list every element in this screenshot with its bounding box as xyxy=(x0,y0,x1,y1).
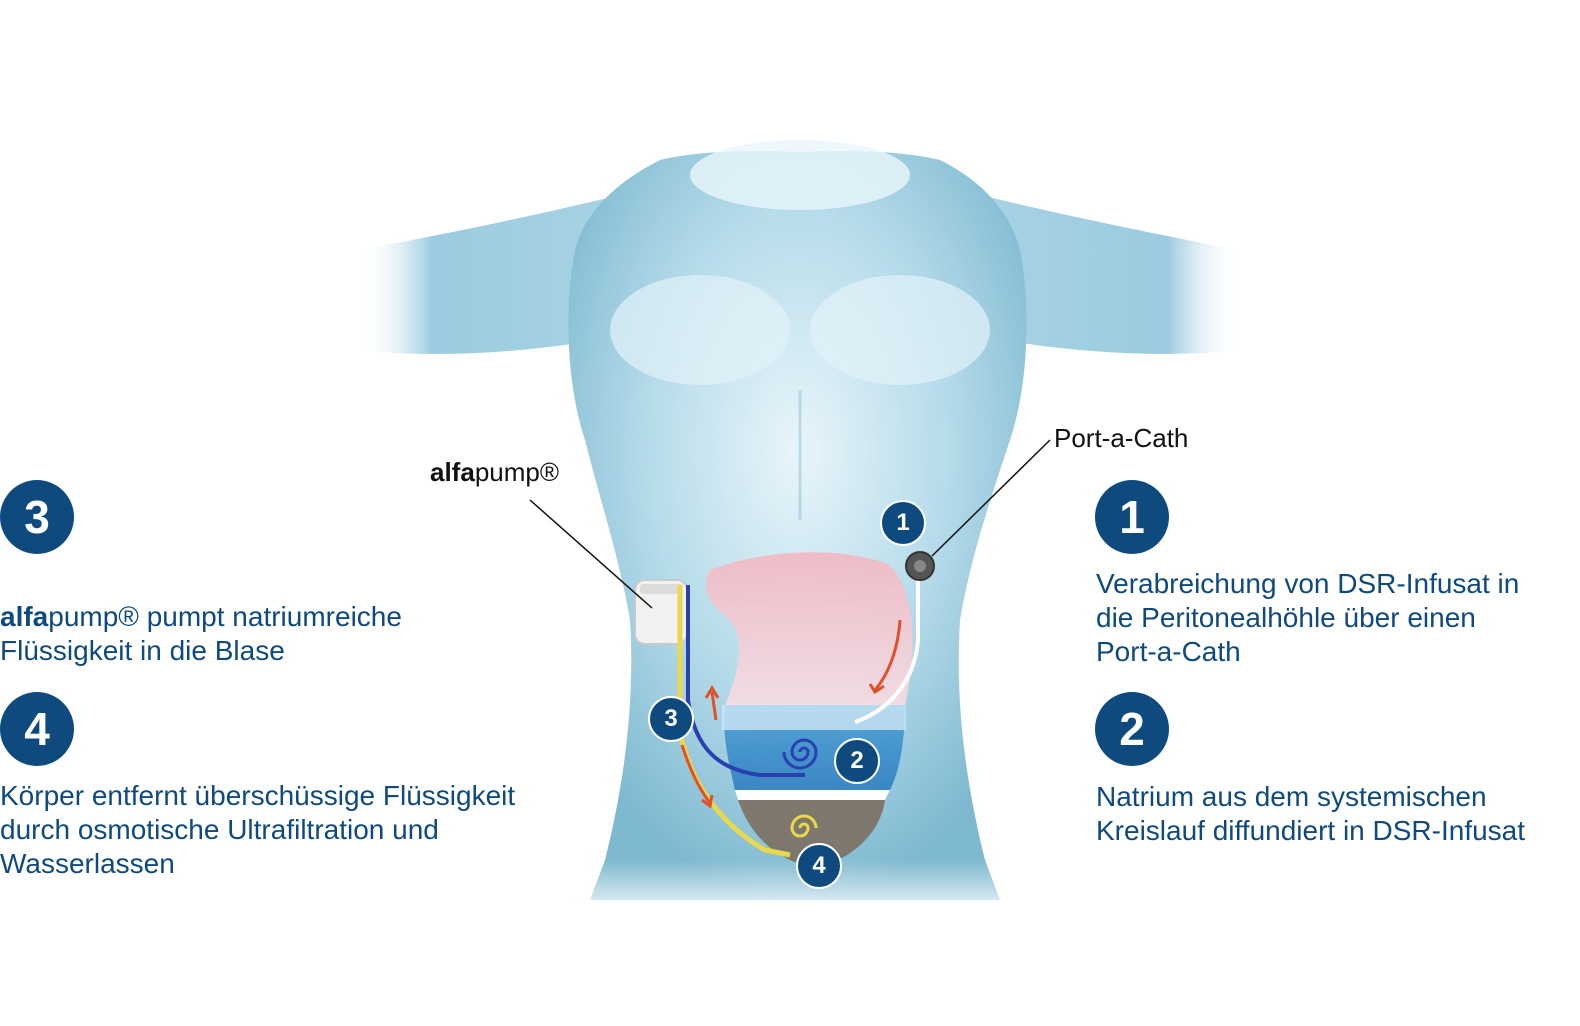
step-1-text: Verabreichung von DSR-Infusat in die Per… xyxy=(1096,568,1520,667)
diagram-marker-1: 1 xyxy=(880,500,926,546)
flow-arrows xyxy=(680,619,902,809)
step-3-text: alfapump® pumpt natriumreiche Flüssigkei… xyxy=(0,566,520,668)
yellow-spiral xyxy=(790,814,818,838)
step-3-text-bold: alfa xyxy=(0,601,49,632)
step-2-text: Natrium aus dem systemischen Kreislauf d… xyxy=(1096,781,1526,846)
port-leader-line xyxy=(931,439,1051,557)
pump-leader-line xyxy=(529,499,653,609)
step-3-badge: 3 xyxy=(0,480,74,554)
diagram-marker-2: 2 xyxy=(834,738,880,784)
alfapump-label-rest: pump® xyxy=(474,457,560,487)
blue-spiral xyxy=(782,738,818,770)
peritoneal-cavity xyxy=(706,552,913,705)
diagram-marker-4: 4 xyxy=(796,843,842,889)
alfapump-label: alfapump® xyxy=(430,457,559,488)
port-a-cath-label: Port-a-Cath xyxy=(1054,423,1189,453)
diagram-marker-3: 3 xyxy=(648,696,694,742)
step-4-text: Körper entfernt überschüssige Flüssigkei… xyxy=(0,780,516,879)
step-2-badge: 2 xyxy=(1095,692,1169,766)
yellow-tube xyxy=(677,585,791,858)
step-4-badge: 4 xyxy=(0,692,74,766)
step-1-badge: 1 xyxy=(1095,480,1169,554)
port-catheter xyxy=(854,575,920,724)
alfapump-label-bold: alfa xyxy=(430,457,475,487)
step-3-text-rest: pump® pumpt natriumreiche Flüssigkeit in… xyxy=(0,601,402,666)
